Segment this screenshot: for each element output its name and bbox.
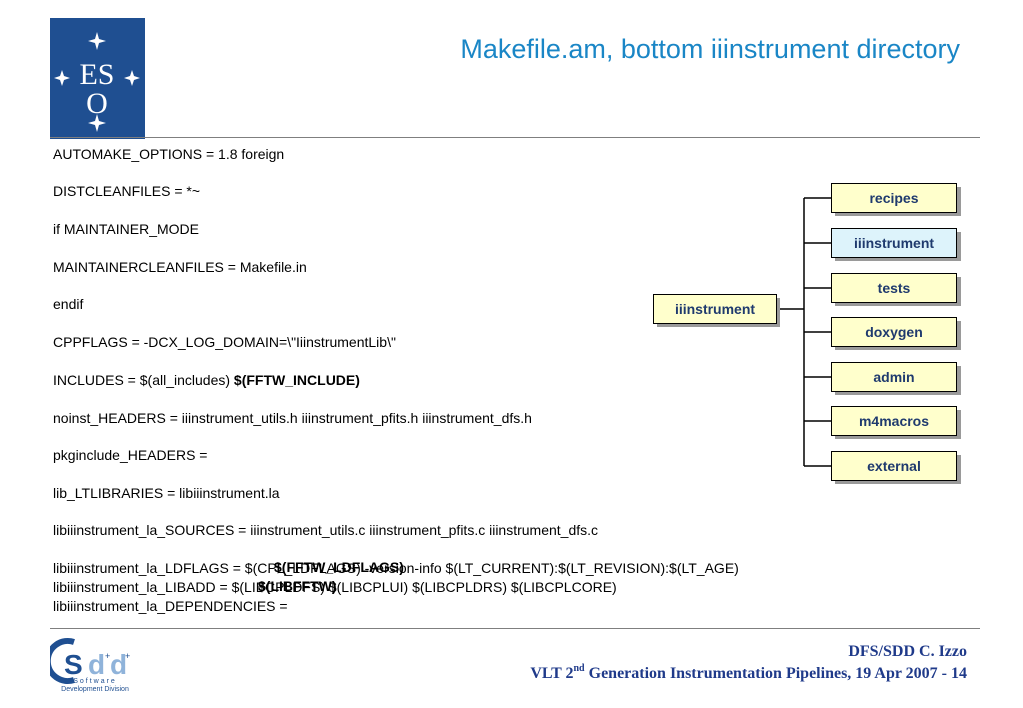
includes-text: INCLUDES = $(all_includes) [53, 372, 231, 388]
code-line-dependencies: libiiinstrument_la_DEPENDENCIES = [53, 598, 288, 614]
svg-text:ES: ES [79, 58, 114, 91]
footer-event-post: Generation Instrumentation Pipelines, 19… [584, 665, 967, 682]
svg-text:Development Division: Development Division [61, 686, 129, 693]
code-line-endif: endif [53, 296, 84, 312]
tree-node-tests: tests [831, 273, 957, 303]
code-line-lib-ltlibraries: lib_LTLIBRARIES = libiiinstrument.la [53, 485, 280, 501]
eso-logo: ES O [50, 18, 145, 139]
tree-node-external: external [831, 451, 957, 481]
svg-text:Software: Software [73, 678, 117, 685]
footer-author: DFS/SDD C. Izzo [848, 643, 967, 660]
code-line-noinst-headers: noinst_HEADERS = iiinstrument_utils.h ii… [53, 410, 532, 426]
tree-root-iiinstrument: iiinstrument [653, 294, 777, 324]
tree-node-recipes: recipes [831, 183, 957, 213]
code-line-ldflags: libiiinstrument_la_LDFLAGS = $(CPL_LDFLA… [53, 560, 739, 576]
code-line-pkginclude-headers: pkginclude_HEADERS = [53, 447, 208, 463]
svg-text:d: d [88, 649, 105, 680]
svg-text:O: O [86, 87, 108, 120]
svg-text:+: + [125, 651, 130, 661]
footer-event: VLT 2nd Generation Instrumentation Pipel… [530, 663, 967, 683]
tree-node-admin: admin [831, 362, 957, 392]
footer-event-pre: VLT 2 [530, 665, 574, 682]
tree-node-doxygen: doxygen [831, 317, 957, 347]
code-line-if-maintainer: if MAINTAINER_MODE [53, 221, 199, 237]
tree-node-iiinstrument: iiinstrument [831, 228, 957, 258]
code-line-distclean: DISTCLEANFILES = *~ [53, 183, 201, 199]
sdd-logo: S d d + + Software Development Division [44, 636, 140, 694]
code-line-automake: AUTOMAKE_OPTIONS = 1.8 foreign [53, 146, 285, 162]
footer-divider [50, 628, 980, 629]
code-line-libadd: libiiinstrument_la_LIBADD = $(LIBCPLDFS)… [53, 579, 617, 595]
code-line-sources: libiiinstrument_la_SOURCES = iiinstrumen… [53, 522, 599, 538]
footer-event-sup: nd [573, 663, 585, 674]
ldflags-fftw-overlay: $(FFTW_LDFLAGS) [274, 559, 404, 575]
code-line-cppflags: CPPFLAGS = -DCX_LOG_DOMAIN=\"Iiinstrumen… [53, 334, 396, 350]
tree-node-m4macros: m4macros [831, 406, 957, 436]
svg-text:+: + [105, 651, 110, 661]
code-line-maintainerclean: MAINTAINERCLEANFILES = Makefile.in [53, 259, 307, 275]
page-title: Makefile.am, bottom iiinstrument directo… [460, 34, 960, 64]
code-line-includes: INCLUDES = $(all_includes) $(FFTW_INCLUD… [53, 372, 360, 389]
header-divider [50, 137, 980, 138]
svg-text:d: d [110, 649, 127, 680]
svg-text:S: S [64, 649, 83, 680]
libadd-fftw-overlay: $(LIBFFTW) [258, 578, 337, 594]
includes-fftw: $(FFTW_INCLUDE) [233, 372, 360, 388]
